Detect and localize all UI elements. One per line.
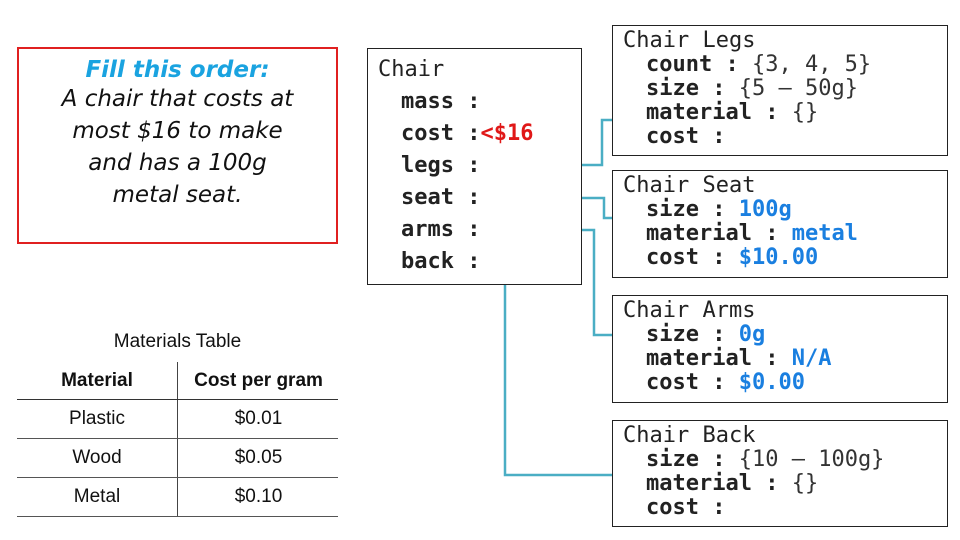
back-title: Chair Back xyxy=(623,423,756,448)
field-key: size : xyxy=(646,447,726,472)
chair-field-cost: cost :<$16 xyxy=(401,121,533,146)
field-key: mass : xyxy=(401,89,481,114)
back-field-cost: cost : xyxy=(646,495,725,520)
field-key: cost : xyxy=(646,370,726,395)
order-line: A chair that costs at xyxy=(61,86,294,112)
field-value: <$16 xyxy=(480,121,534,146)
order-title: Fill this order: xyxy=(85,57,270,83)
table-header-cell: Material xyxy=(61,370,133,391)
table-cell: Wood xyxy=(72,447,122,468)
arms-field-size: size : 0g xyxy=(646,322,765,347)
field-key: size : xyxy=(646,76,726,101)
table-divider xyxy=(17,516,338,517)
field-value: $10.00 xyxy=(738,245,819,270)
arms-title: Chair Arms xyxy=(623,298,756,323)
field-value: N/A xyxy=(791,346,832,371)
chair-legs-box: Chair Legs count : {3, 4, 5} size : {5 –… xyxy=(612,25,948,156)
field-key: size : xyxy=(646,197,726,222)
field-key: material : xyxy=(646,471,779,496)
legs-field-count: count : {3, 4, 5} xyxy=(646,52,871,77)
table-cell: $0.10 xyxy=(177,478,339,516)
field-key: cost : xyxy=(401,121,481,146)
field-key: cost : xyxy=(646,245,726,270)
field-key: seat : xyxy=(401,185,481,210)
table-header-row: Material Cost per gram xyxy=(17,362,338,400)
field-value: {} xyxy=(791,471,819,496)
legs-field-material: material : {} xyxy=(646,100,818,125)
field-key: material : xyxy=(646,346,779,371)
field-key: back : xyxy=(401,249,481,274)
table-cell: Plastic xyxy=(69,408,125,429)
arms-field-material: material : N/A xyxy=(646,346,831,371)
order-line: most $16 to make xyxy=(72,118,283,144)
field-value: metal xyxy=(791,221,858,246)
seat-title: Chair Seat xyxy=(623,173,756,198)
legs-title: Chair Legs xyxy=(623,28,756,53)
field-key: cost : xyxy=(646,124,726,149)
field-value: {3, 4, 5} xyxy=(751,52,872,77)
materials-table-title: Materials Table xyxy=(113,331,242,352)
field-key: material : xyxy=(646,221,779,246)
table-divider xyxy=(17,477,338,478)
field-value: 0g xyxy=(738,322,766,347)
chair-back-box: Chair Back size : {10 – 100g} material :… xyxy=(612,420,948,527)
order-line: metal seat. xyxy=(112,182,243,208)
field-key: legs : xyxy=(401,153,481,178)
table-row: Metal $0.10 xyxy=(17,478,338,516)
back-field-material: material : {} xyxy=(646,471,818,496)
arms-field-cost: cost : $0.00 xyxy=(646,370,805,395)
field-key: material : xyxy=(646,100,779,125)
chair-field-legs: legs : xyxy=(401,153,480,178)
order-line: and has a 100g xyxy=(88,150,267,176)
table-cell: $0.01 xyxy=(177,400,339,438)
table-divider xyxy=(17,438,338,439)
field-key: cost : xyxy=(646,495,726,520)
table-row: Wood $0.05 xyxy=(17,439,338,477)
table-cell: $0.05 xyxy=(177,439,339,477)
field-value: {5 – 50g} xyxy=(738,76,858,101)
seat-field-cost: cost : $10.00 xyxy=(646,245,818,270)
seat-field-size: size : 100g xyxy=(646,197,792,222)
table-row: Plastic $0.01 xyxy=(17,400,338,438)
chair-field-mass: mass : xyxy=(401,89,480,114)
field-value: {} xyxy=(791,100,819,125)
legs-field-size: size : {5 – 50g} xyxy=(646,76,858,101)
chair-field-arms: arms : xyxy=(401,217,480,242)
legs-field-cost: cost : xyxy=(646,124,725,149)
chair-seat-box: Chair Seat size : 100g material : metal … xyxy=(612,170,948,278)
back-field-size: size : {10 – 100g} xyxy=(646,447,884,472)
field-value: 100g xyxy=(738,197,792,222)
field-key: count : xyxy=(646,52,739,77)
chair-field-seat: seat : xyxy=(401,185,480,210)
chair-arms-box: Chair Arms size : 0g material : N/A cost… xyxy=(612,295,948,403)
table-cell: Metal xyxy=(73,486,121,507)
table-divider xyxy=(17,399,338,400)
order-box: Fill this order: A chair that costs at m… xyxy=(17,47,338,244)
back-connector xyxy=(503,262,612,477)
chair-field-back: back : xyxy=(401,249,480,274)
field-value: {10 – 100g} xyxy=(738,447,885,472)
field-key: size : xyxy=(646,322,726,347)
chair-title: Chair xyxy=(378,57,445,82)
field-key: arms : xyxy=(401,217,481,242)
chair-box: Chair mass : cost :<$16 legs : seat : ar… xyxy=(367,48,582,285)
table-header-cell: Cost per gram xyxy=(177,362,339,400)
field-value: $0.00 xyxy=(738,370,805,395)
seat-field-material: material : metal xyxy=(646,221,858,246)
